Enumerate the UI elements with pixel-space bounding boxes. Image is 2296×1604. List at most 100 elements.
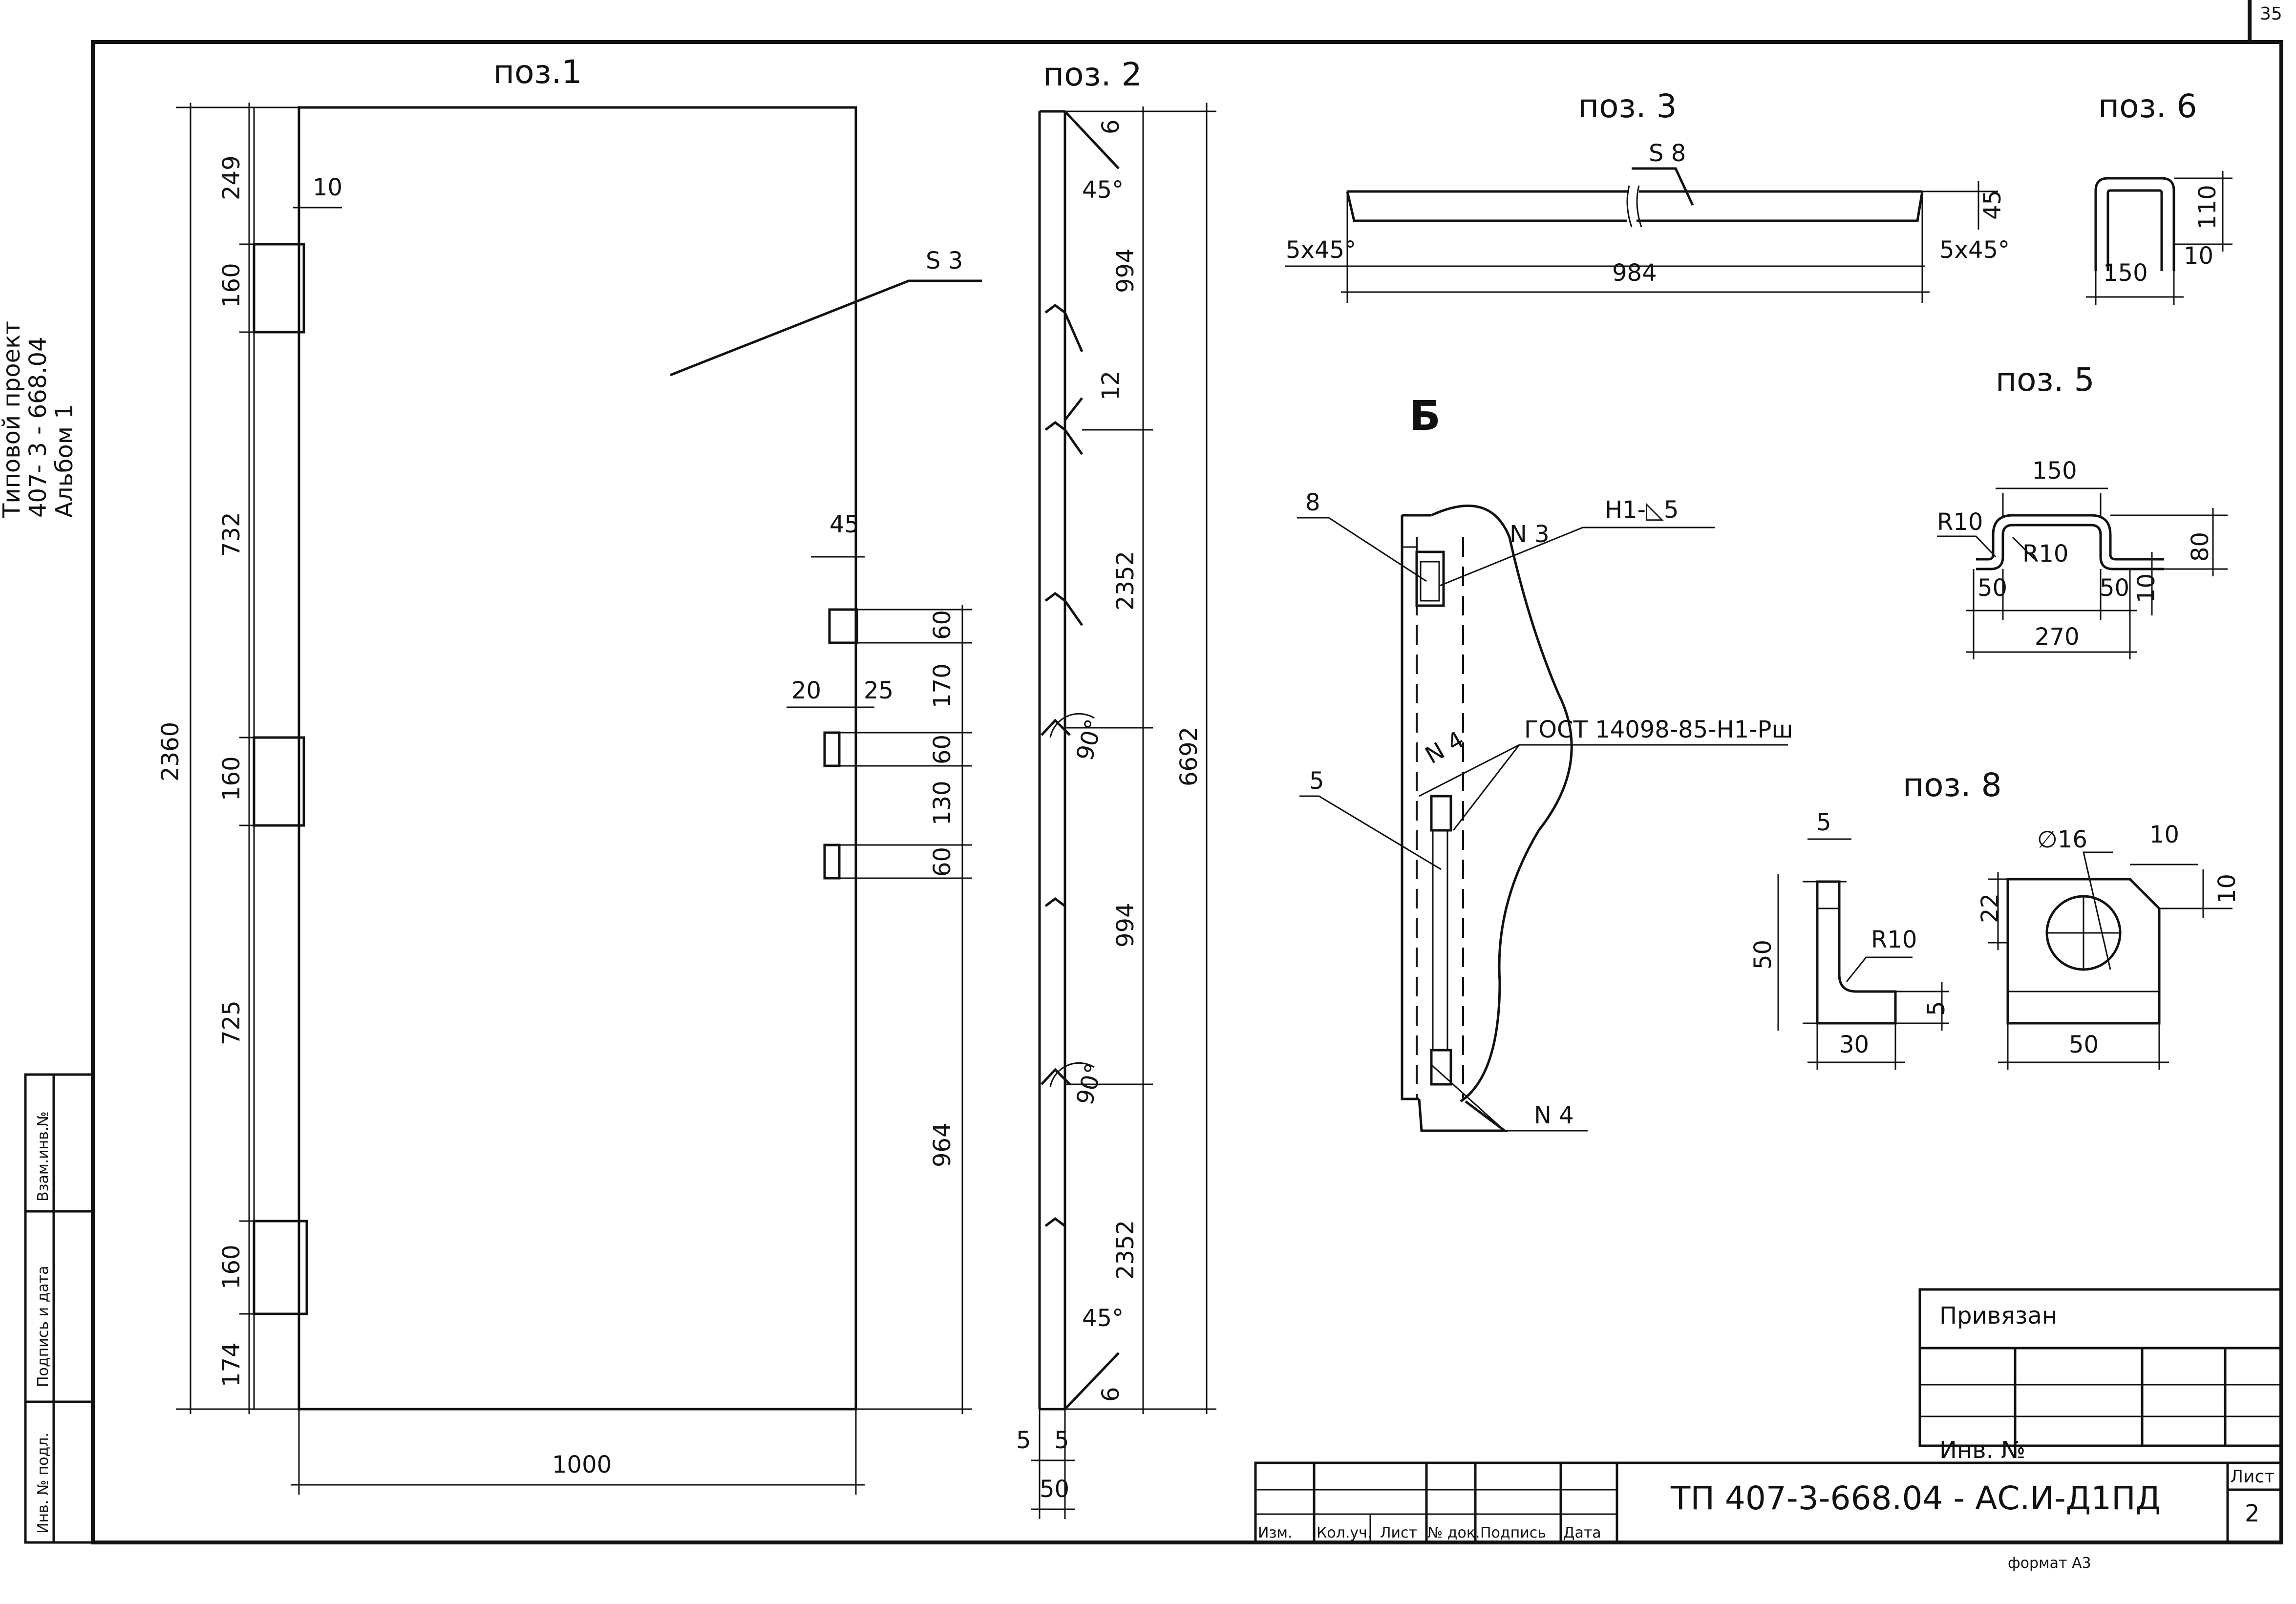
poz3-title: поз. 3 — [1578, 87, 1677, 125]
tb-col-kolich: Кол.уч. — [1317, 1524, 1372, 1541]
poz5-w: 270 — [2035, 623, 2080, 651]
poz8-h50: 50 — [1749, 940, 1777, 970]
side-cell-podpis: Подпись и дата — [35, 1266, 52, 1388]
tb-col-list: Лист — [1380, 1524, 1417, 1541]
poz6-h: 110 — [2194, 185, 2221, 230]
poz2-dim-6b: 6 — [1097, 1387, 1125, 1402]
view-b-n4b: N 4 — [1534, 1102, 1574, 1129]
poz8-t5b: 5 — [1923, 1001, 1950, 1016]
tb-list-label: Лист — [2230, 1467, 2275, 1487]
poz5-title: поз. 5 — [1996, 361, 2095, 399]
poz8-d22: 22 — [1977, 893, 2004, 923]
poz8-dia: ∅16 — [2037, 826, 2087, 853]
side-cell-vzam: Взам.инв.№ — [35, 1111, 52, 1202]
poz2-angle-45a: 45° — [1082, 176, 1124, 204]
poz1-dim-g: 174 — [218, 1342, 245, 1387]
poz3-chamfer-right: 5х45° — [1939, 236, 2010, 264]
poz3-drawing: поз. 3 S 8 5х45° 5х45° 984 45 — [1285, 87, 2010, 303]
poz1-dim-25: 25 — [864, 677, 893, 704]
poz2-dim-994b: 994 — [1112, 903, 1139, 948]
poz1-dim-s130: 130 — [929, 781, 956, 825]
poz2-dim-6692: 6692 — [1175, 727, 1203, 786]
side-project-line3: Альбом 1 — [51, 404, 78, 518]
poz5-top: 150 — [2032, 457, 2077, 485]
poz1-dim-20: 20 — [791, 677, 821, 704]
poz1-dim-s964: 964 — [929, 1122, 956, 1167]
poz1-dim-s60a: 60 — [929, 610, 956, 640]
poz8-r: R10 — [1871, 926, 1917, 953]
poz3-chamfer-left: 5х45° — [1286, 236, 1356, 264]
poz8-w30: 30 — [1839, 1031, 1869, 1058]
poz8-drawing: поз. 8 50 5 R10 5 30 ∅16 10 10 — [1749, 766, 2241, 1070]
sheet-number: 35 — [2260, 4, 2282, 24]
tb-col-izm: Изм. — [1258, 1524, 1293, 1541]
poz2-dim-5a: 5 — [1016, 1427, 1031, 1454]
poz2-dim-12: 12 — [1097, 371, 1125, 401]
poz5-r2: R10 — [2022, 540, 2068, 568]
poz1-dim-d: 160 — [218, 756, 245, 801]
side-cell-inv: Инв. № подл. — [35, 1433, 52, 1534]
poz6-w: 150 — [2103, 259, 2148, 287]
poz1-dim-s60c: 60 — [929, 847, 956, 877]
poz3-material: S 8 — [1649, 140, 1686, 167]
poz2-angle-45b: 45° — [1082, 1305, 1124, 1332]
view-b-weld: Н1-◺5 — [1605, 496, 1679, 524]
view-b-drawing: Б 8 N 3 Н1-◺5 ГОСТ 14098-85-Н1-Рш N 4 5 … — [1297, 392, 1793, 1132]
poz2-dim-50: 50 — [1040, 1476, 1069, 1503]
poz2-dim-2352a: 2352 — [1112, 551, 1139, 611]
poz6-t: 10 — [2184, 242, 2213, 270]
side-project-line2: 407- 3 - 668.04 — [24, 337, 52, 518]
poz6-drawing: поз. 6 150 110 10 — [2086, 87, 2232, 305]
poz1-dim-edge: 10 — [313, 174, 342, 201]
poz1-dim-width: 1000 — [552, 1451, 612, 1478]
poz5-f2: 50 — [2100, 574, 2129, 602]
poz1-dim-total-h: 2360 — [157, 722, 184, 781]
poz2-title: поз. 2 — [1043, 56, 1142, 93]
poz5-t: 10 — [2133, 573, 2160, 603]
tb-col-podpis: Подпись — [1480, 1524, 1546, 1541]
poz6-title: поз. 6 — [2098, 87, 2197, 125]
poz3-len: 984 — [1612, 259, 1657, 287]
side-stamp: Типовой проект 407- 3 - 668.04 Альбом 1 … — [0, 321, 94, 1544]
tb-document-code: ТП 407-3-668.04 - АС.И-Д1ПД — [1670, 1479, 2161, 1517]
poz2-drawing: поз. 2 90° 90° 6 45° 994 — [1016, 56, 1216, 1519]
poz1-title: поз.1 — [493, 53, 582, 91]
view-b-n4a: N 4 — [1421, 726, 1469, 769]
poz1-dim-a: 249 — [218, 155, 245, 200]
view-b-gost: ГОСТ 14098-85-Н1-Рш — [1524, 716, 1793, 743]
poz1-dim-f: 160 — [218, 1245, 245, 1289]
poz1-dim-b: 160 — [218, 263, 245, 308]
poz2-dim-994a: 994 — [1112, 248, 1139, 293]
poz2-angle-90a: 90° — [1071, 716, 1108, 763]
poz1-dim-45: 45 — [829, 511, 859, 538]
poz8-d10a: 10 — [2149, 821, 2179, 848]
sheet-frame: 35 формат А3 — [91, 0, 2283, 1572]
poz8-title: поз. 8 — [1903, 766, 2002, 804]
format-label: формат А3 — [2008, 1555, 2091, 1572]
view-b-item5: 5 — [1309, 767, 1324, 795]
poz8-w50: 50 — [2069, 1031, 2099, 1058]
tb-list-value: 2 — [2245, 1500, 2260, 1527]
side-project-line1: Типовой проект — [0, 321, 25, 518]
poz2-dim-2352b: 2352 — [1112, 1220, 1139, 1280]
tb-col-ndok: № док. — [1427, 1524, 1480, 1541]
view-b-n3: N 3 — [1509, 521, 1550, 548]
poz3-h: 45 — [1979, 190, 2006, 220]
poz1-dim-s60b: 60 — [929, 735, 956, 764]
inv-label: Инв. № — [1939, 1436, 2025, 1464]
poz1-dim-c: 732 — [218, 512, 245, 557]
poz5-r1: R10 — [1937, 508, 1983, 536]
view-b-title: Б — [1409, 392, 1441, 440]
poz2-dim-6a: 6 — [1097, 119, 1125, 134]
poz2-dim-5b: 5 — [1054, 1427, 1069, 1454]
poz1-material: S 3 — [926, 247, 963, 274]
poz8-d10b: 10 — [2213, 874, 2241, 904]
tb-col-data: Дата — [1563, 1524, 1601, 1541]
title-block: Привязан Инв. № Изм. Кол.уч. Лист № док.… — [1254, 1288, 2283, 1544]
poz1-dim-s170: 170 — [929, 663, 956, 708]
poz5-f1: 50 — [1977, 574, 2007, 602]
poz1-dim-e: 725 — [218, 1000, 245, 1045]
view-b-item8: 8 — [1305, 489, 1320, 516]
privyazan-label: Привязан — [1939, 1302, 2057, 1330]
